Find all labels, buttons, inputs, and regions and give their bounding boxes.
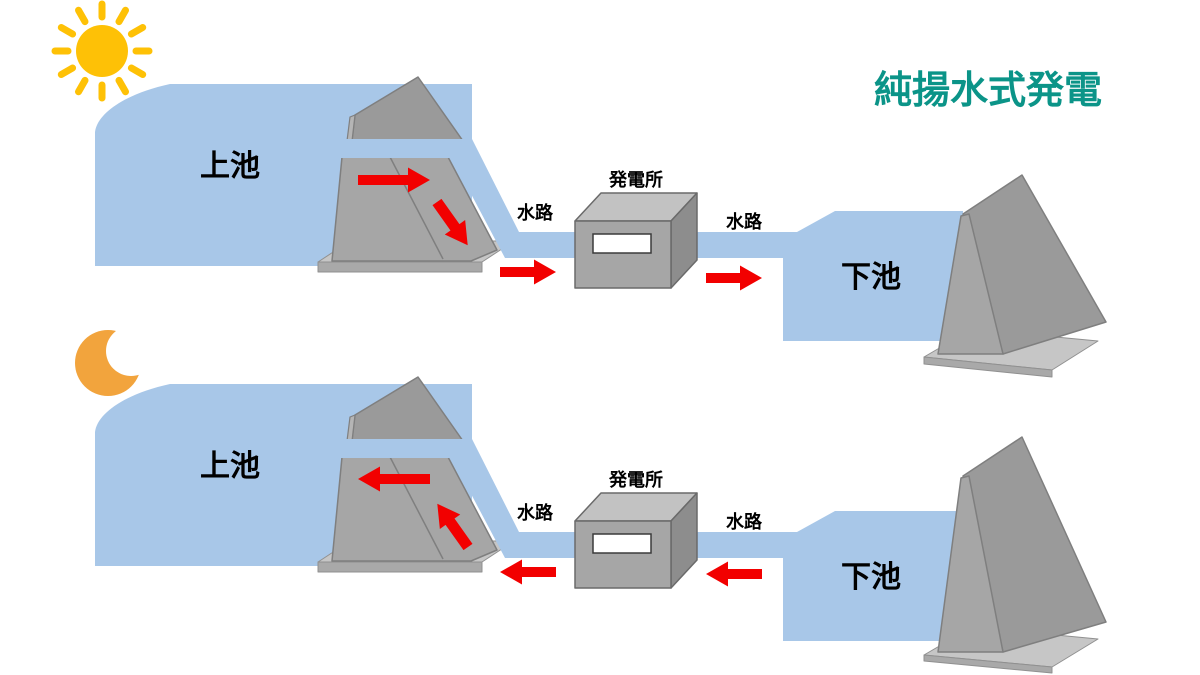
flow-arrow-dam-icon [358,167,430,193]
flow-arrow-outlet-icon [706,265,762,291]
flow-arrows-night [358,466,762,587]
flow-arrow-dam-icon [358,466,430,492]
upper-dam-ridge [389,156,444,260]
flow-arrow-inlet-icon [500,559,556,585]
power-station-window [592,233,652,254]
waterway-channel [335,139,800,258]
power-station [574,492,698,589]
flow-arrow-penstock-icon [432,198,468,246]
night-panel: 上池 水路 発電所 水路 下池 [75,326,1107,674]
sun-icon [51,0,153,102]
power-station-front [574,520,672,589]
power-station-label: 発電所 [608,469,663,490]
flow-arrow-outlet-icon [706,561,762,587]
upper-dam-base-front [317,261,483,273]
upper-reservoir-label: 上池 [200,450,260,483]
upper-dam-base-front [317,561,483,573]
lower-dam-base-front [923,356,1053,378]
lower-reservoir [783,511,963,641]
day-panel: 上池 水路 発電所 水路 下池 [51,0,1107,378]
lower-reservoir [783,211,963,341]
power-station-front [574,220,672,289]
waterway-right-label: 水路 [726,211,763,232]
page-title: 純揚水式発電 [874,70,1102,112]
waterway-channel [335,439,800,558]
moon-icon [75,326,156,396]
power-station [574,192,698,289]
lower-dam-base-front [923,654,1053,674]
flow-arrow-penstock-icon [437,503,473,551]
waterway-left-label: 水路 [517,502,554,523]
lower-dam-body [937,213,1004,355]
power-station-window [592,533,652,554]
flow-arrows-day [358,167,762,291]
lower-dam-body [937,475,1004,653]
waterway-right-label: 水路 [726,511,763,532]
lower-reservoir-label: 下池 [841,561,901,594]
upper-reservoir-label: 上池 [200,150,260,183]
flow-arrow-inlet-icon [500,259,556,285]
lower-reservoir-label: 下池 [841,261,901,294]
waterway-left-label: 水路 [517,202,554,223]
power-station-label: 発電所 [608,169,663,190]
